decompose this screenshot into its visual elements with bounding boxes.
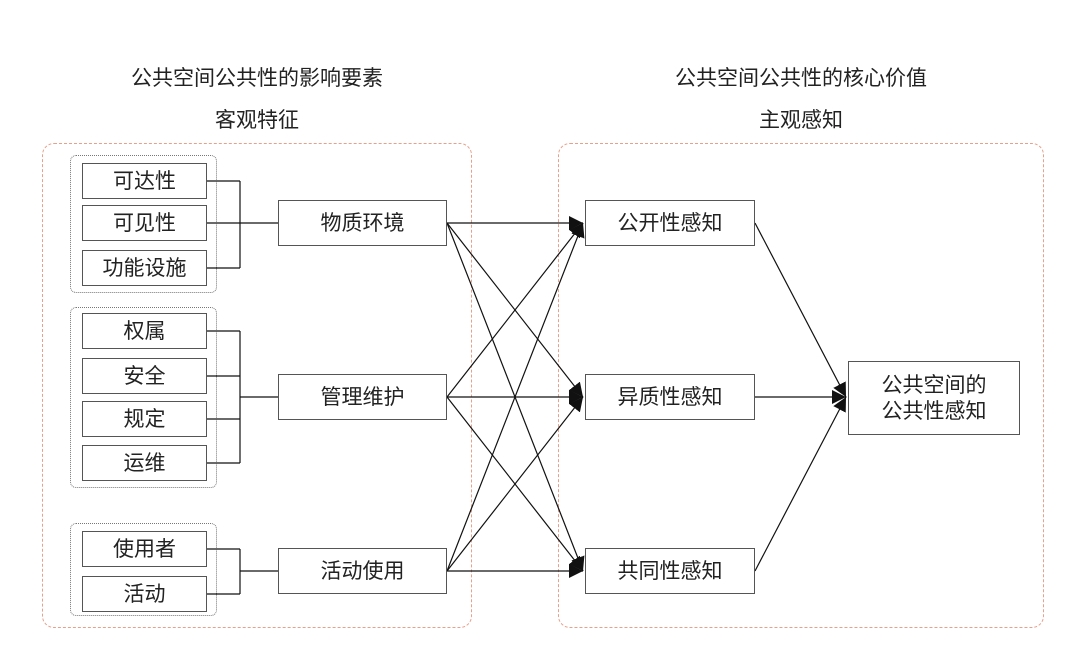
physical-factors-group — [70, 155, 217, 293]
right-subtitle: 主观感知 — [759, 108, 843, 132]
factor-activities: 活动 — [82, 576, 207, 612]
factor-safety: 安全 — [82, 358, 207, 394]
factor-facilities: 功能设施 — [82, 250, 207, 286]
result-line-1: 公共空间的 — [881, 372, 987, 397]
factor-visibility: 可见性 — [82, 205, 207, 241]
category-physical-environment: 物质环境 — [278, 200, 447, 246]
category-activity-use: 活动使用 — [278, 548, 447, 594]
factor-accessibility: 可达性 — [82, 163, 207, 199]
category-management: 管理维护 — [278, 374, 447, 420]
right-title: 公共空间公共性的核心价值 — [675, 66, 927, 90]
perception-commonality: 共同性感知 — [585, 548, 755, 594]
activity-factors-group — [70, 523, 217, 616]
result-line-2: 公共性感知 — [881, 399, 987, 423]
factor-ownership: 权属 — [82, 313, 207, 349]
left-title: 公共空间公共性的影响要素 — [131, 66, 383, 90]
objective-features-group — [42, 143, 472, 628]
result-publicness-perception: 公共空间的 公共性感知 — [848, 361, 1020, 435]
perception-heterogeneity: 异质性感知 — [585, 374, 755, 420]
subjective-perception-group — [558, 143, 1044, 628]
left-subtitle: 客观特征 — [215, 108, 299, 132]
factor-users: 使用者 — [82, 531, 207, 567]
perception-openness: 公开性感知 — [585, 200, 755, 246]
factor-regulations: 规定 — [82, 401, 207, 437]
management-factors-group — [70, 307, 217, 488]
factor-operations: 运维 — [82, 445, 207, 481]
